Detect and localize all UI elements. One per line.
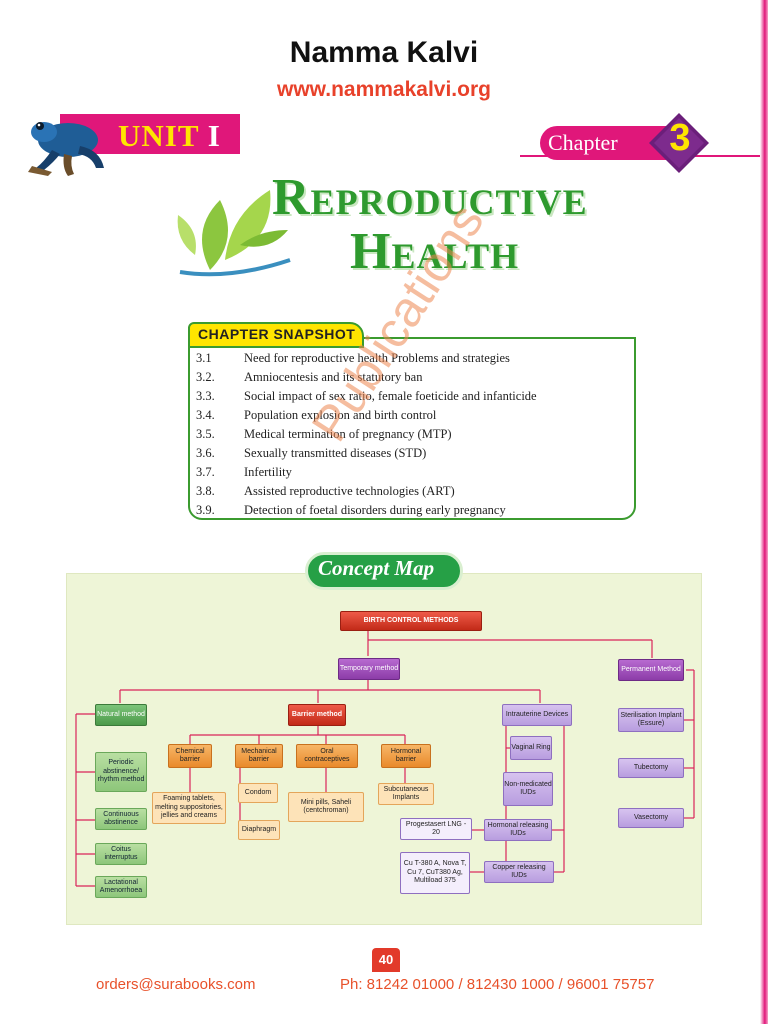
node-copper-examples: Cu T-380 A, Nova T, Cu 7, CuT380 Ag, Mul…: [400, 852, 470, 894]
list-item: 3.5.Medical termination of pregnancy (MT…: [196, 427, 452, 441]
concept-map-badge: [305, 552, 463, 590]
snapshot-tab: [188, 322, 364, 348]
list-item: 3.7.Infertility: [196, 465, 292, 479]
node-temporary-method: Temporary method: [338, 658, 400, 680]
node-oral-items: Mini pills, Saheli (centchroman): [288, 792, 364, 822]
list-item: 3.4.Population explosion and birth contr…: [196, 408, 437, 422]
node-lactational-amenorrhoea: Lactational Amenorrhoea: [95, 876, 147, 898]
node-progestasert: Progestasert LNG - 20: [400, 818, 472, 840]
list-item: 3.2.Amniocentesis and its statutory ban: [196, 370, 423, 384]
page-number: 40: [378, 952, 394, 967]
node-vaginal-ring: Vaginal Ring: [510, 736, 552, 760]
node-mechanical-barrier: Mechanical barrier: [235, 744, 283, 768]
node-chemical-items: Foaming tablets, melting suppositories, …: [152, 792, 226, 824]
snapshot-box: [188, 337, 636, 520]
node-natural-method: Natural method: [95, 704, 147, 726]
node-sterilisation-implant: Sterilisation Implant (Essure): [618, 708, 684, 732]
node-subcutaneous-implants: Subcutaneous Implants: [378, 783, 434, 805]
node-chemical-barrier: Chemical barrier: [168, 744, 212, 768]
chapter-label: Chapter: [548, 130, 618, 155]
frog-icon: [28, 122, 104, 176]
list-item: 3.9.Detection of foetal disorders during…: [196, 503, 506, 517]
site-url[interactable]: www.nammakalvi.org: [277, 78, 491, 101]
node-hormonal-barrier: Hormonal barrier: [381, 744, 431, 768]
node-oral-contraceptives: Oral contraceptives: [296, 744, 358, 768]
footer-phone: Ph: 81242 01000 / 812430 1000 / 96001 75…: [340, 976, 655, 993]
leaves-icon: [177, 190, 291, 277]
node-coitus-interruptus: Coitus interruptus: [95, 843, 147, 865]
node-continuous-abstinence: Continuous abstinence: [95, 808, 147, 830]
chapter-badge: [540, 126, 670, 160]
node-permanent-method: Permanent Method: [618, 659, 684, 681]
snapshot-heading: CHAPTER SNAPSHOT: [198, 326, 356, 342]
page-number-tab: [372, 948, 400, 972]
node-vasectomy: Vasectomy: [618, 808, 684, 828]
node-copper-releasing-iuds: Copper releasing IUDs: [484, 861, 554, 883]
node-tubectomy: Tubectomy: [618, 758, 684, 778]
chapter-title-line-1: Reproductive: [272, 169, 588, 226]
node-birth-control-methods: BIRTH CONTROL METHODS: [340, 611, 482, 631]
node-non-medicated-iuds: Non-medicated IUDs: [503, 772, 553, 806]
chapter-title-line-2: Health: [350, 223, 520, 280]
list-item: 3.6.Sexually transmitted diseases (STD): [196, 446, 427, 460]
list-item: 3.8.Assisted reproductive technologies (…: [196, 484, 455, 498]
list-item: 3.3.Social impact of sex ratio, female f…: [196, 389, 537, 403]
right-edge-stripe: [760, 0, 768, 1024]
node-intrauterine-devices: Intrauterine Devices: [502, 704, 572, 726]
node-diaphragm: Diaphragm: [238, 820, 280, 840]
node-periodic-abstinence: Periodic abstinence/ rhythm method: [95, 752, 147, 792]
chapter-number: 3: [669, 117, 691, 159]
unit-label: UNIT I: [118, 118, 221, 153]
chapter-diamond-icon: [649, 113, 709, 173]
concept-map-label: Concept Map: [318, 556, 435, 580]
footer-email[interactable]: orders@surabooks.com: [96, 976, 256, 993]
node-hormonal-releasing-iuds: Hormonal releasing IUDs: [484, 819, 552, 841]
node-barrier-method: Barrier method: [288, 704, 346, 726]
node-condom: Condom: [238, 783, 278, 803]
site-title: Namma Kalvi: [289, 36, 479, 69]
